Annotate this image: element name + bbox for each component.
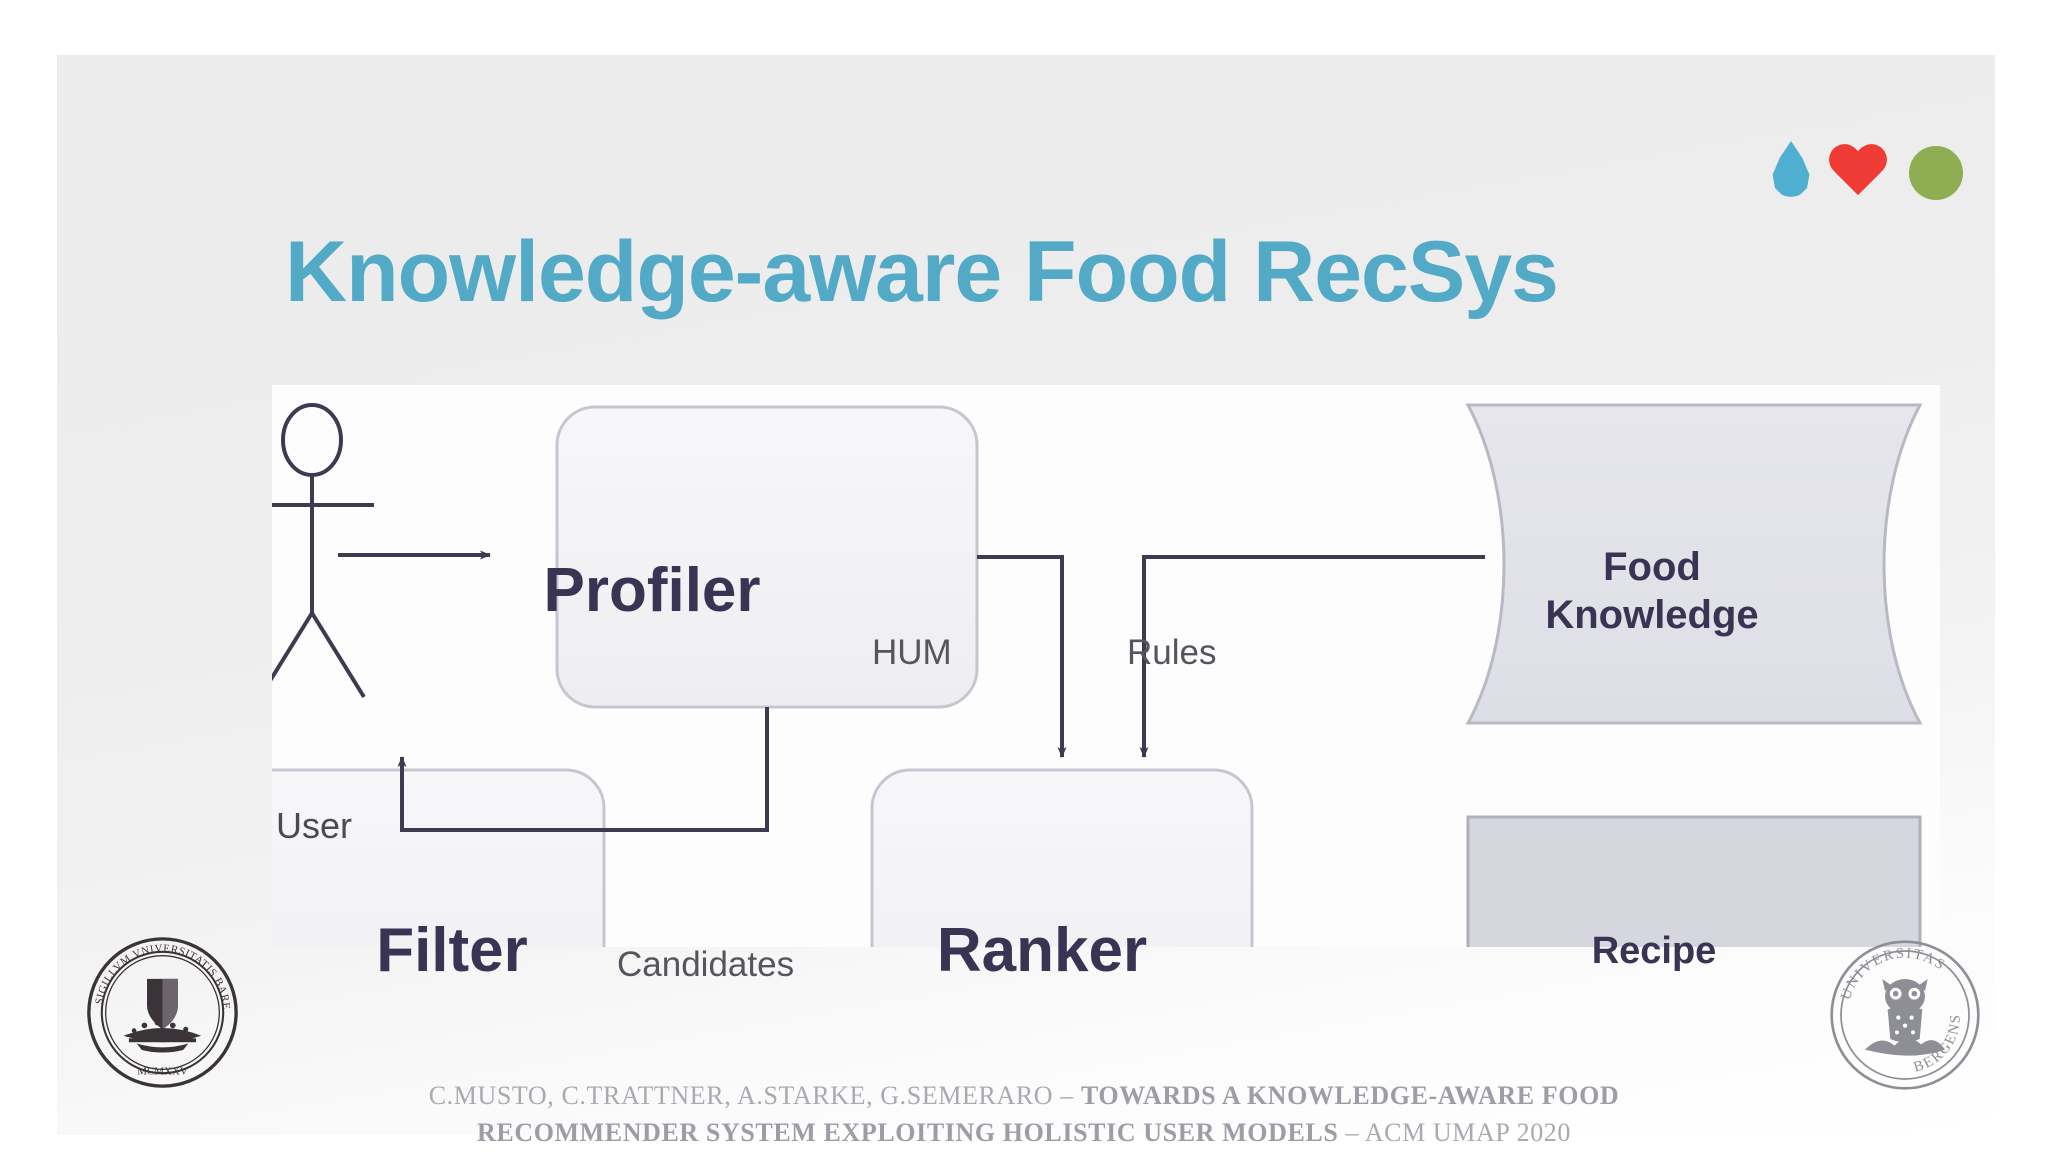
footer-line-1: C.MUSTO, C.TRATTNER, A.STARKE, G.SEMERAR… bbox=[0, 1078, 2048, 1115]
edge-foodknowledge-to-ranker-rules bbox=[1139, 555, 1485, 758]
node-recipe bbox=[1466, 815, 1922, 947]
edge-label-hum: HUM bbox=[872, 633, 952, 672]
footer-title-part1: TOWARDS A KNOWLEDGE-AWARE FOOD bbox=[1080, 1081, 1620, 1110]
node-filter bbox=[272, 768, 606, 947]
svg-text:MCMXXV: MCMXXV bbox=[137, 1066, 188, 1078]
edge-label-rules: Rules bbox=[1127, 633, 1217, 672]
footer-authors: C.MUSTO, C.TRATTNER, A.STARKE, G.SEMERAR… bbox=[428, 1081, 1081, 1110]
footer-venue: – ACM UMAP 2020 bbox=[1338, 1117, 1571, 1147]
presentation-slide: Knowledge-aware Food RecSys bbox=[57, 55, 1995, 1135]
heart-icon bbox=[1827, 145, 1889, 201]
node-label-filter: Filter bbox=[376, 916, 528, 985]
green-circle-icon bbox=[1909, 146, 1963, 200]
node-label-user: User bbox=[275, 805, 352, 846]
footer-line-2: RECOMMENDER SYSTEM EXPLOITING HOLISTIC U… bbox=[0, 1115, 2048, 1152]
node-label-food-knowledge-line2: Knowledge bbox=[1545, 593, 1759, 637]
node-label-profiler: Profiler bbox=[543, 556, 761, 625]
icon-cluster bbox=[1763, 133, 1983, 203]
university-of-bergen-seal: UNIVERSITAS BERGENSIS bbox=[1825, 935, 1980, 1090]
page-title: Knowledge-aware Food RecSys bbox=[285, 224, 1559, 320]
edge-label-candidates: Candidates bbox=[617, 945, 795, 984]
footer-title-part2: RECOMMENDER SYSTEM EXPLOITING HOLISTIC U… bbox=[477, 1117, 1339, 1147]
edge-profiler-to-ranker-hum bbox=[977, 555, 1067, 758]
node-label-recipe: Recipe bbox=[1591, 930, 1717, 972]
user-actor-icon bbox=[272, 403, 374, 699]
university-of-bari-seal: SIGILLVM VNIVERSITATIS BARENSIS MCMXXV bbox=[85, 935, 238, 1088]
architecture-diagram: User Profiler Filter Ranker Food Knowled… bbox=[272, 385, 1940, 985]
water-drop-icon bbox=[1772, 141, 1810, 197]
node-label-food-knowledge-line1: Food bbox=[1603, 545, 1701, 589]
node-ranker bbox=[870, 768, 1254, 947]
edge-profiler-to-filter bbox=[397, 707, 769, 832]
node-label-ranker: Ranker bbox=[936, 916, 1148, 985]
node-food-knowledge bbox=[1465, 403, 1923, 725]
diagram-canvas bbox=[272, 403, 1923, 947]
footer-citation: C.MUSTO, C.TRATTNER, A.STARKE, G.SEMERAR… bbox=[0, 1078, 2048, 1152]
